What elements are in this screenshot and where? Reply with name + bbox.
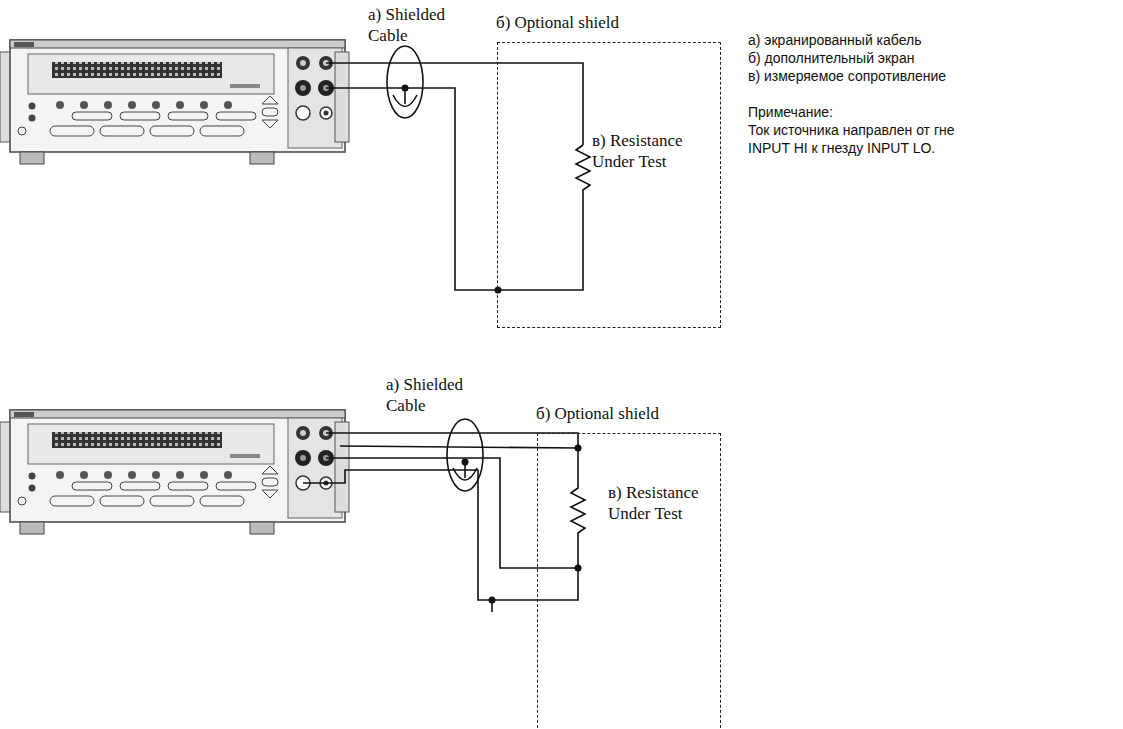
shield-box: б) Optional shield bbox=[497, 42, 721, 328]
legend-note: INPUT HI к гнезду INPUT LO. bbox=[748, 140, 1118, 158]
part-label: а) Shielded Cable bbox=[386, 374, 482, 417]
shield-label: б) Optional shield bbox=[536, 404, 659, 424]
part-label: а) Shielded Cable bbox=[368, 4, 464, 47]
legend-note: б) дополнительный экран bbox=[748, 50, 1118, 68]
wires-2-wire bbox=[326, 46, 590, 290]
shield-box: б) Optional shield bbox=[537, 433, 721, 729]
legend-note: в) измеряемое сопротивление bbox=[748, 68, 1118, 86]
multimeter bbox=[0, 410, 349, 534]
shield-label: б) Optional shield bbox=[496, 13, 619, 33]
wires-4-wire bbox=[303, 419, 585, 612]
multimeter bbox=[0, 40, 349, 164]
legend-note: Ток источника направлен от гне bbox=[748, 122, 1118, 140]
part-label: в) Resistance Under Test bbox=[608, 482, 708, 525]
legend-note: Примечание: bbox=[748, 104, 1118, 122]
legend-note: а) экранированный кабель bbox=[748, 32, 1118, 50]
part-label: в) Resistance Under Test bbox=[592, 130, 692, 173]
